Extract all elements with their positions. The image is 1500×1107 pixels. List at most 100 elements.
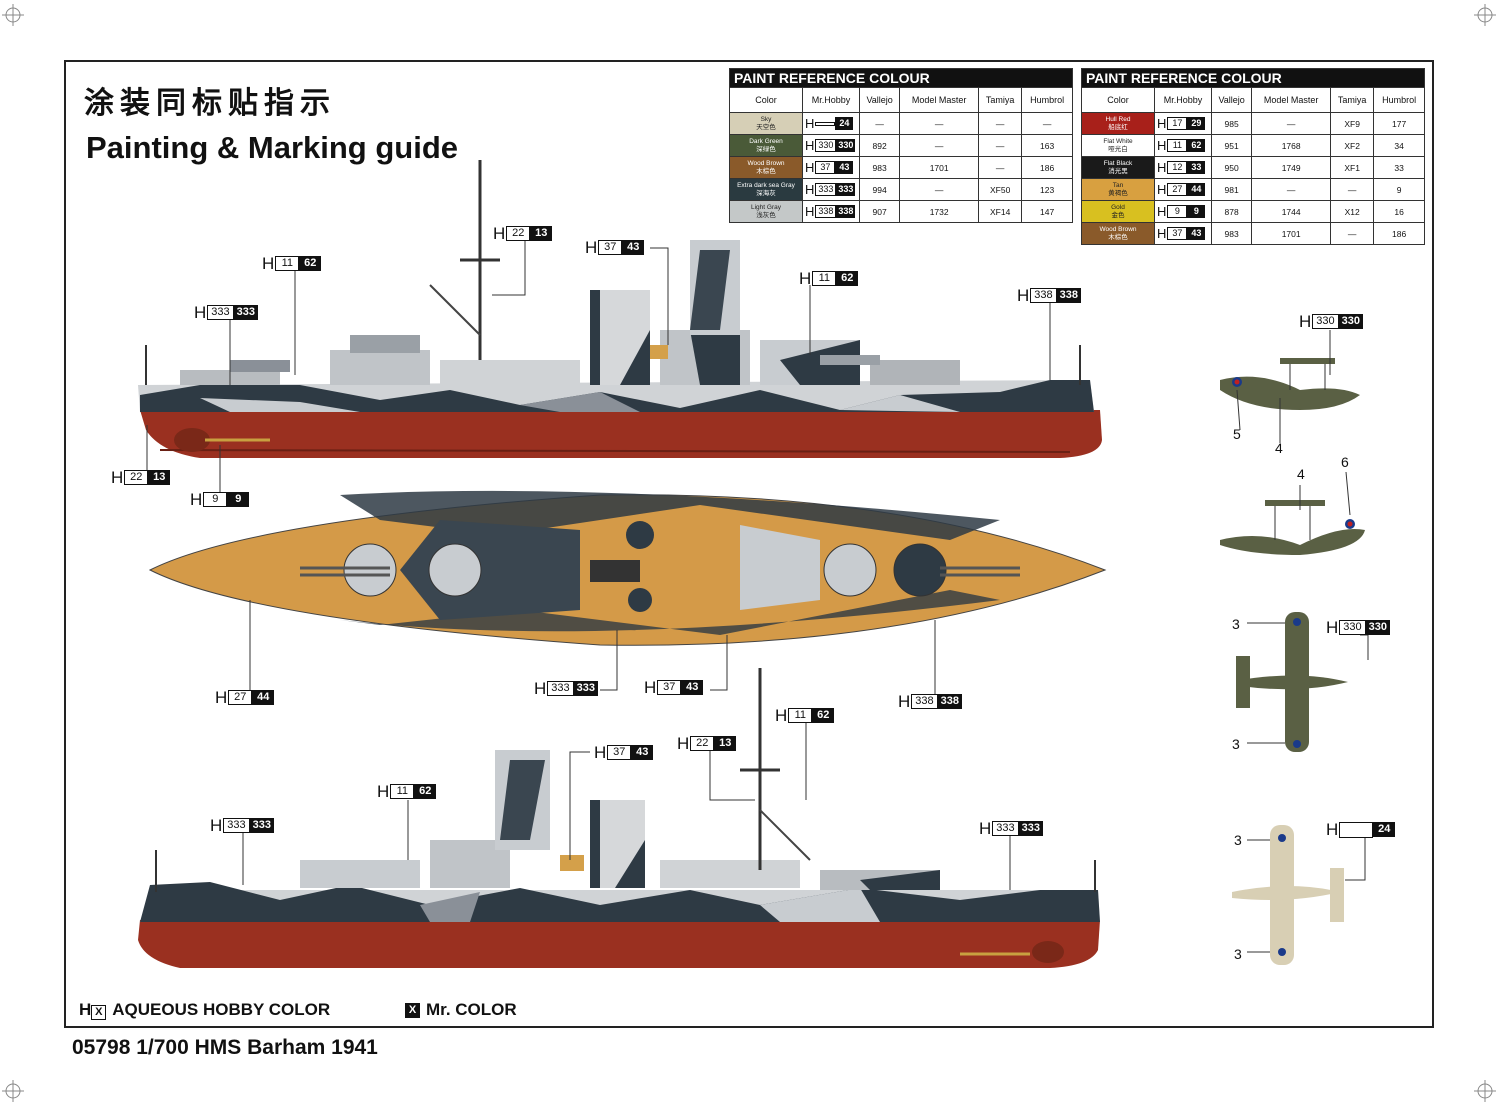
model-master-code: 1732 xyxy=(899,200,980,223)
humbrol-code: 9 xyxy=(1373,178,1425,201)
humbrol-code: 33 xyxy=(1373,156,1425,179)
decal-number: 3 xyxy=(1232,736,1240,752)
humbrol-code: 163 xyxy=(1021,134,1073,157)
col-model-master: Model Master xyxy=(1251,87,1332,113)
table-heading: PAINT REFERENCE COLOUR xyxy=(1081,68,1425,88)
tamiya-code: XF2 xyxy=(1330,134,1375,157)
vallejo-code: — xyxy=(858,112,901,135)
tamiya-code: X12 xyxy=(1330,200,1375,223)
tamiya-code: XF1 xyxy=(1330,156,1375,179)
ship-deck-plan xyxy=(148,490,1107,646)
model-master-code: 1744 xyxy=(1251,200,1332,223)
col-humbrol: Humbrol xyxy=(1021,87,1073,113)
model-master-code: 1701 xyxy=(899,156,980,179)
registration-mark-top-right xyxy=(1474,4,1496,26)
humbrol-code: — xyxy=(1021,112,1073,135)
legend-mr-color-label: Mr. COLOR xyxy=(426,1000,517,1019)
aircraft-top-green xyxy=(1236,612,1348,752)
mr-color-box-icon: X xyxy=(405,1002,420,1018)
decal-number: 6 xyxy=(1341,454,1349,470)
model-master-code: 1749 xyxy=(1251,156,1332,179)
vallejo-code: 981 xyxy=(1210,178,1253,201)
title-chinese: 涂装同标贴指示 xyxy=(84,86,336,121)
registration-mark-bottom-right xyxy=(1474,1080,1496,1102)
col-humbrol: Humbrol xyxy=(1373,87,1425,113)
model-master-code: 1701 xyxy=(1251,222,1332,245)
product-footer: 05798 1/700 HMS Barham 1941 xyxy=(72,1036,378,1059)
paint-reference-table-left: PAINT REFERENCE COLOUR Color Mr.Hobby Va… xyxy=(729,68,1073,223)
col-tamiya: Tamiya xyxy=(1330,87,1375,113)
humbrol-code: 147 xyxy=(1021,200,1073,223)
decal-number: 3 xyxy=(1234,946,1242,962)
registration-mark-bottom-left xyxy=(2,1080,24,1102)
col-mr-hobby: Mr.Hobby xyxy=(802,87,860,113)
ship-profile-top xyxy=(138,160,1102,458)
tamiya-code: — xyxy=(978,112,1023,135)
tamiya-code: — xyxy=(1330,178,1375,201)
tamiya-code: XF14 xyxy=(978,200,1023,223)
vallejo-code: 985 xyxy=(1210,112,1253,135)
legend-aqueous-label: AQUEOUS HOBBY COLOR xyxy=(112,1000,331,1019)
tamiya-code: — xyxy=(978,134,1023,157)
decal-number: 4 xyxy=(1275,440,1283,456)
registration-mark-top-left xyxy=(2,4,24,26)
model-master-code: — xyxy=(1251,112,1332,135)
vallejo-code: 983 xyxy=(1210,222,1253,245)
humbrol-code: 186 xyxy=(1021,156,1073,179)
humbrol-code: 123 xyxy=(1021,178,1073,201)
vallejo-code: 994 xyxy=(858,178,901,201)
tamiya-code: XF50 xyxy=(978,178,1023,201)
aqueous-box-icon: X xyxy=(91,1005,107,1020)
vallejo-code: 950 xyxy=(1210,156,1253,179)
table-heading: PAINT REFERENCE COLOUR xyxy=(729,68,1073,88)
humbrol-code: 177 xyxy=(1373,112,1425,135)
model-master-code: 1768 xyxy=(1251,134,1332,157)
paint-reference-table-right: PAINT REFERENCE COLOUR Color Mr.Hobby Va… xyxy=(1081,68,1425,245)
model-master-code: — xyxy=(899,178,980,201)
col-mr-hobby: Mr.Hobby xyxy=(1154,87,1212,113)
vallejo-code: 892 xyxy=(858,134,901,157)
humbrol-code: 186 xyxy=(1373,222,1425,245)
humbrol-code: 34 xyxy=(1373,134,1425,157)
